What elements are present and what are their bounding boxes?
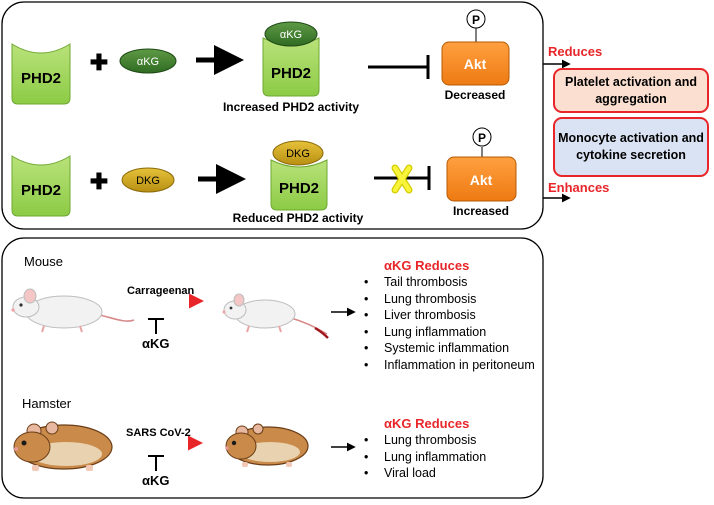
akt-row1: P Akt bbox=[441, 9, 510, 86]
phd2-label: PHD2 bbox=[21, 182, 61, 199]
akg-ligand: αKG bbox=[119, 48, 177, 74]
akt-decreased-label: Decreased bbox=[445, 88, 506, 102]
carrageenan-label: Carrageenan bbox=[127, 285, 195, 297]
monocyte-activation-box: Monocyte activation and cytokine secreti… bbox=[553, 117, 709, 177]
akt-label-row1: Akt bbox=[464, 56, 487, 72]
phd2-dkg-complex: DKG PHD2 bbox=[270, 140, 328, 211]
platelet-activation-box: Platelet activation and aggregation bbox=[553, 68, 709, 113]
phd2-enzyme-row1: PHD2 bbox=[11, 43, 71, 105]
effect-list-item: Liver thrombosis bbox=[364, 307, 540, 324]
effect-list-item: Lung thrombosis bbox=[364, 291, 540, 308]
effect-list-item: Tail thrombosis bbox=[364, 274, 540, 291]
blocked-x-icon bbox=[391, 164, 413, 194]
akt-increased-label: Increased bbox=[453, 204, 509, 218]
hamster-effects-list: Lung thrombosisLung inflammationViral lo… bbox=[364, 432, 540, 482]
akg-label: αKG bbox=[137, 56, 159, 68]
complex-phd2-label: PHD2 bbox=[271, 65, 311, 82]
mouse-thrombosis-icon bbox=[222, 293, 329, 339]
inhibitor-tbar-mouse bbox=[148, 318, 164, 334]
mouse-akg-reduces-title: αKG Reduces bbox=[384, 258, 470, 273]
phd2-akg-complex: αKG PHD2 bbox=[262, 21, 320, 97]
phospho-label-row2: P bbox=[478, 131, 486, 145]
effect-list-item: Inflammation in peritoneum bbox=[364, 357, 540, 374]
phd2-label: PHD2 bbox=[21, 70, 61, 87]
phospho-label-row1: P bbox=[472, 13, 480, 27]
dkg-label: DKG bbox=[136, 175, 160, 187]
akg-inhibitor-hamster: αKG bbox=[142, 473, 170, 488]
akg-inhibitor-mouse: αKG bbox=[142, 336, 170, 351]
reduced-phd2-activity-caption: Reduced PHD2 activity bbox=[233, 211, 364, 225]
akt-label-row2: Akt bbox=[470, 172, 493, 188]
effect-list-item: Systemic inflammation bbox=[364, 340, 540, 357]
dkg-ligand: DKG bbox=[121, 167, 175, 193]
hamster-section-title: Hamster bbox=[22, 396, 72, 411]
effect-list-item: Lung inflammation bbox=[364, 449, 540, 466]
bottom-panel-frame bbox=[1, 237, 544, 499]
inhibition-row1 bbox=[368, 55, 430, 79]
complex-phd2-label: PHD2 bbox=[279, 180, 319, 197]
hamster-akg-reduces-title: αKG Reduces bbox=[384, 416, 470, 431]
inhibitor-tbar-hamster bbox=[148, 455, 164, 471]
complex-dkg-label: DKG bbox=[286, 148, 310, 160]
hamster-healthy-icon bbox=[13, 421, 113, 471]
effect-list-item: Lung inflammation bbox=[364, 324, 540, 341]
plus-sign: ✚ bbox=[90, 50, 108, 75]
phd2-enzyme-row2: PHD2 bbox=[11, 155, 71, 217]
increased-phd2-activity-caption: Increased PHD2 activity bbox=[223, 100, 359, 114]
effect-list-item: Viral load bbox=[364, 465, 540, 482]
reduces-label: Reduces bbox=[548, 44, 603, 59]
mouse-healthy-icon bbox=[11, 288, 135, 333]
plus-sign: ✚ bbox=[90, 169, 108, 194]
complex-akg-label: αKG bbox=[280, 29, 302, 41]
mouse-effects-list: Tail thrombosisLung thrombosisLiver thro… bbox=[364, 274, 540, 373]
akt-row2: P Akt bbox=[446, 127, 517, 202]
effect-list-item: Lung thrombosis bbox=[364, 432, 540, 449]
blocked-inhibition-row2 bbox=[374, 164, 431, 194]
mouse-section-title: Mouse bbox=[24, 254, 64, 269]
top-panel-frame bbox=[1, 1, 544, 230]
platelet-activation-text: Platelet activation and aggregation bbox=[565, 74, 697, 106]
sars-cov-2-label: SARS CoV-2 bbox=[126, 427, 191, 439]
monocyte-activation-text: Monocyte activation and cytokine secreti… bbox=[558, 131, 704, 162]
enhances-label: Enhances bbox=[548, 180, 610, 195]
hamster-infected-icon bbox=[225, 423, 309, 467]
